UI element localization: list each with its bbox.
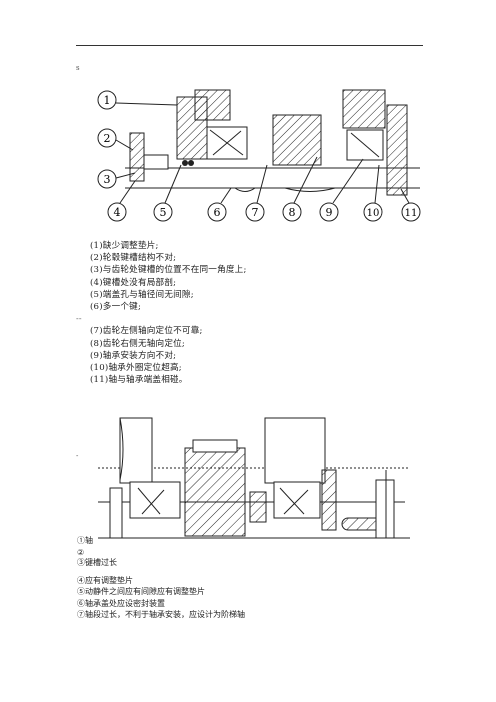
list-item: (4)键槽处没有局部剖; xyxy=(90,277,177,288)
svg-text:2: 2 xyxy=(104,132,111,145)
callout-5: 5 xyxy=(153,164,182,222)
mid-mark: - xyxy=(76,452,79,460)
right-housing xyxy=(264,417,326,484)
list-item: (11)轴与轴承端盖相碰。 xyxy=(90,375,188,386)
right-housing-top xyxy=(342,89,386,129)
separator-mark: -- xyxy=(76,314,82,324)
list-item: (3)与齿轮处键槽的位置不在同一角度上; xyxy=(90,265,247,276)
list-item: ⑦轴段过长，不利于轴承安装，应设计为阶梯轴 xyxy=(77,610,245,619)
gear xyxy=(184,447,246,537)
svg-text:9: 9 xyxy=(326,206,333,219)
figure-2-shaft-drawing xyxy=(98,417,410,539)
right-end-cap xyxy=(386,104,408,196)
list-item: (10)轴承外圈定位超高; xyxy=(90,362,182,373)
list-item: ④应有调整垫片 xyxy=(77,575,133,585)
right-bearing xyxy=(273,481,321,519)
spacer xyxy=(249,491,267,523)
figure-1-shaft-assembly: 1 2 3 4 5 6 7 8 9 10 11 xyxy=(97,89,421,222)
side-label: ② xyxy=(77,547,85,557)
svg-text:10: 10 xyxy=(367,208,380,219)
list-item: (9)轴承安装方向不对; xyxy=(90,350,177,361)
svg-text:3: 3 xyxy=(104,173,111,186)
list-item: ③键槽过长 xyxy=(77,558,117,567)
callout-10: 10 xyxy=(363,164,383,222)
svg-text:7: 7 xyxy=(252,206,259,219)
top-rule xyxy=(76,45,423,46)
callout-11: 11 xyxy=(400,188,421,222)
side-label: ①轴 xyxy=(77,536,93,545)
error-list-2: ③键槽过长 ④应有调整垫片 ⑤动静件之间应有间隙应有调整垫片 ⑥轴承盖处应设密封… xyxy=(77,557,245,621)
svg-text:11: 11 xyxy=(405,208,418,219)
left-housing xyxy=(119,417,153,484)
gear xyxy=(272,114,322,166)
callout-3: 3 xyxy=(97,169,136,189)
left-coupling xyxy=(143,154,169,170)
error-list-1: (1)缺少调整垫片; (2)轮毂键槽结构不对; (3)与齿轮处键槽的位置不在同一… xyxy=(76,240,247,386)
end-cap xyxy=(321,469,337,531)
svg-text:8: 8 xyxy=(289,206,296,219)
callout-6: 6 xyxy=(207,187,232,222)
callout-2: 2 xyxy=(97,128,134,151)
coupling xyxy=(375,479,395,539)
callout-4: 4 xyxy=(107,180,136,222)
svg-text:5: 5 xyxy=(160,206,167,219)
figure-2-side-labels: ①轴 ② xyxy=(77,535,93,558)
list-item: (5)端盖孔与轴径间无间隙; xyxy=(90,289,194,300)
header-mark: s xyxy=(76,64,80,72)
callout-8: 8 xyxy=(282,156,318,222)
svg-text:6: 6 xyxy=(214,206,221,219)
svg-text:4: 4 xyxy=(114,206,121,219)
list-item: ⑤动静件之间应有间隙应有调整垫片 xyxy=(77,587,205,596)
list-item: ⑥轴承盖处应设密封装置 xyxy=(77,598,165,608)
callout-7: 7 xyxy=(245,164,268,222)
list-item: (1)缺少调整垫片; xyxy=(90,241,159,251)
svg-text:1: 1 xyxy=(104,94,111,107)
list-item: (6)多一个键; xyxy=(90,301,142,312)
list-item: (2)轮毂键槽结构不对; xyxy=(90,253,177,264)
callout-1: 1 xyxy=(97,90,178,110)
list-item: (7)齿轮左侧轴向定位不可靠; xyxy=(90,326,203,337)
list-item: (8)齿轮右侧无轴向定位; xyxy=(90,338,186,349)
left-housing-top xyxy=(194,89,231,121)
callout-9: 9 xyxy=(319,158,364,222)
